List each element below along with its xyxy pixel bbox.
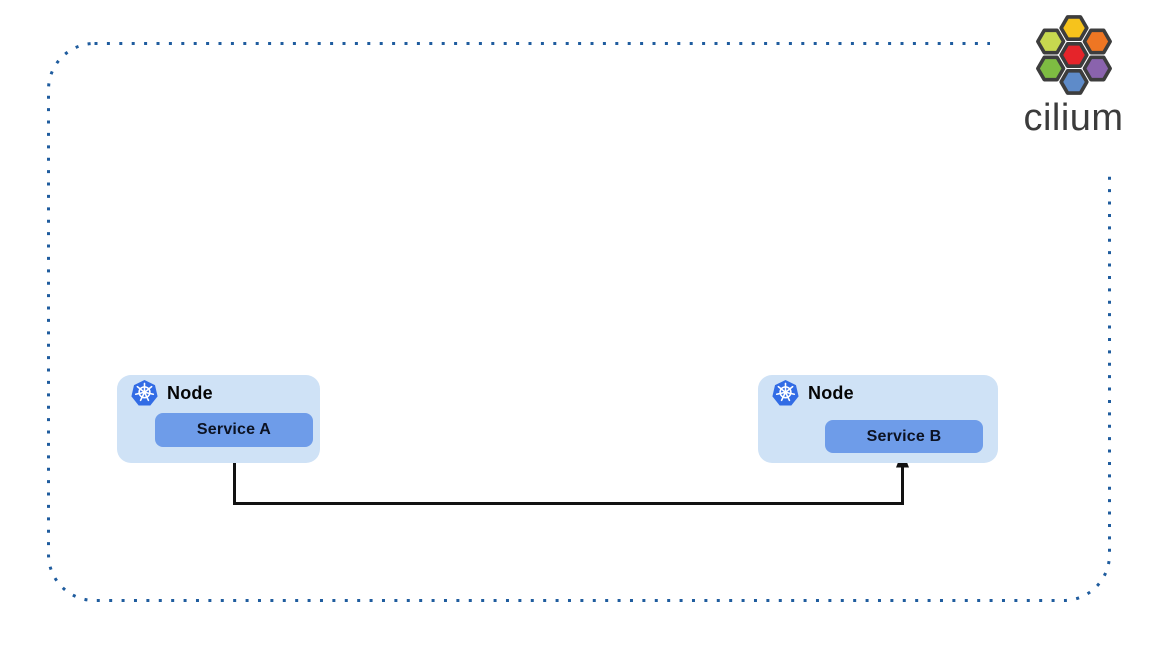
- service-b-box: Service B: [825, 420, 983, 453]
- hexagon-bottom: [1058, 68, 1089, 95]
- cilium-wordmark: cilium: [1023, 97, 1124, 139]
- hexagon-center: [1058, 42, 1089, 68]
- hexagon-top: [1058, 15, 1089, 42]
- hexagon-upper-right: [1082, 28, 1112, 55]
- node-left-label: Node: [167, 382, 213, 403]
- kubernetes-helm-wheel: [134, 382, 155, 402]
- kubernetes-icon: [131, 380, 158, 406]
- hexagon-lower-left: [1035, 55, 1065, 82]
- cilium-logo: cilium: [990, 0, 1157, 170]
- node-box-left: Node Service A: [117, 375, 320, 463]
- cilium-hexagon-cluster: [1035, 15, 1112, 95]
- connector-line: [233, 447, 904, 505]
- dotted-boundary: [47, 42, 1111, 602]
- node-header: Node: [117, 375, 320, 406]
- kubernetes-helm-wheel: [775, 382, 796, 402]
- node-right-label: Node: [808, 382, 854, 403]
- hexagon-lower-right: [1082, 55, 1112, 82]
- service-b-label: Service B: [866, 427, 942, 445]
- service-a-label: Service A: [196, 421, 272, 438]
- node-box-right: Node Service B: [758, 375, 998, 463]
- kubernetes-icon: [772, 380, 799, 406]
- service-a-box: Service A: [155, 413, 313, 447]
- kubernetes-wheel-hub: [142, 390, 147, 395]
- node-header: Node: [758, 375, 998, 406]
- kubernetes-wheel-hub: [783, 390, 788, 395]
- hexagon-upper-left: [1035, 28, 1065, 55]
